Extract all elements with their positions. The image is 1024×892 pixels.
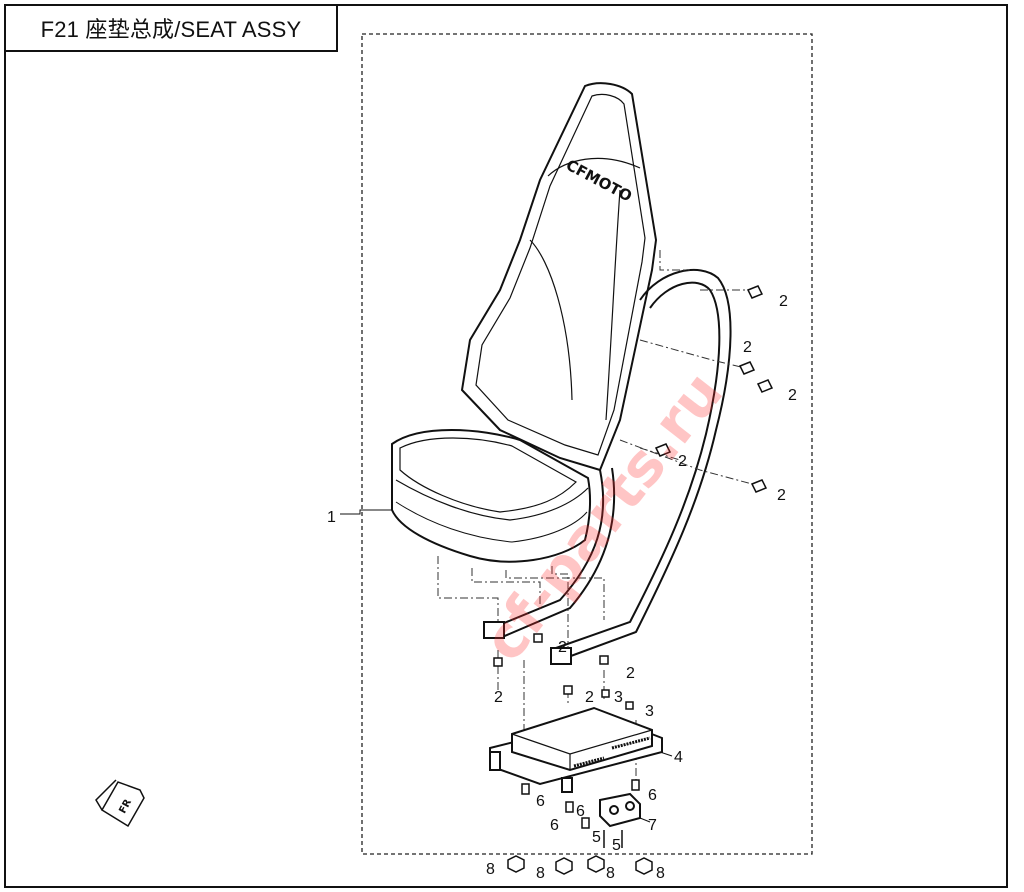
callout-8: 8 [606,865,615,882]
callout-8: 8 [656,865,665,882]
callout-8: 8 [486,861,495,878]
assembly-boundary [361,33,813,855]
bracket-part [599,792,641,828]
callout-1-leader [340,509,392,515]
callout-2: 2 [779,293,788,310]
callout-2: 2 [626,665,635,682]
callout-6: 6 [576,803,585,820]
seat-backrest [460,82,658,472]
callout-6: 6 [648,787,657,804]
callout-2: 2 [585,689,594,706]
callout-2: 2 [777,487,786,504]
callout-3: 3 [645,703,654,720]
callout-4: 4 [674,749,683,766]
fasteners [493,285,774,875]
callout-5: 5 [592,829,601,846]
callout-6: 6 [550,817,559,834]
callout-8: 8 [536,865,545,882]
assembly-leaders [437,250,753,780]
page-title: F21 座垫总成/SEAT ASSY [40,17,302,42]
callout-6: 6 [536,793,545,810]
callout-4-leader [659,751,673,757]
seat-cushion [391,429,592,563]
callout-7-leader [639,817,651,823]
callout-2: 2 [743,339,752,356]
front-direction-arrow-icon: FR [95,779,145,828]
title-box: F21 座垫总成/SEAT ASSY [4,4,338,52]
callout-5: 5 [612,837,621,854]
drawing-frame [4,4,1008,888]
callout-2: 2 [558,639,567,656]
control-box-base [489,706,663,793]
callout-7: 7 [648,817,657,834]
callout-2: 2 [788,387,797,404]
callout-2: 2 [494,689,503,706]
callout-3: 3 [614,689,623,706]
callout-1: 1 [327,509,336,526]
callout-2: 2 [678,453,687,470]
